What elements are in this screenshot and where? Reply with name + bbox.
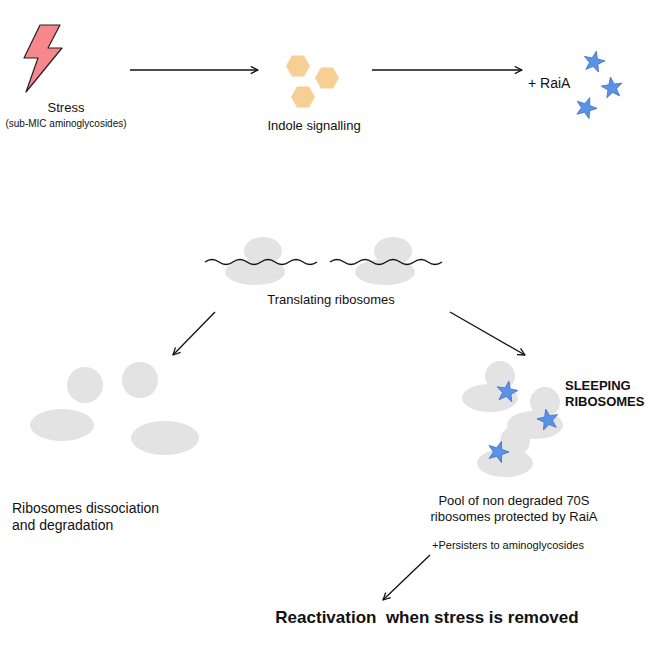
raia-star bbox=[573, 94, 599, 120]
small-subunit bbox=[67, 367, 103, 403]
node-label: Reactivation when stress is removed bbox=[238, 608, 616, 628]
node-label: SLEEPING RIBOSOMES bbox=[565, 378, 657, 409]
flow-arrow bbox=[130, 69, 258, 70]
node-label: (sub-MIC aminoglycosides) bbox=[4, 118, 128, 130]
stress-node: Stress (sub-MIC aminoglycosides) bbox=[4, 22, 130, 134]
indole-hexagon bbox=[286, 56, 310, 77]
indole-hexagon bbox=[291, 87, 315, 108]
flow-arrow bbox=[383, 555, 430, 600]
indole-hexagon bbox=[315, 68, 339, 89]
large-subunit bbox=[131, 421, 199, 455]
node-label: Ribosomes dissociation and degradation bbox=[12, 500, 180, 534]
degradation-node: Ribosomes dissociation and degradation bbox=[8, 355, 208, 540]
node-label: Indole signalling bbox=[258, 118, 370, 134]
raia-node: + RaiA bbox=[522, 45, 624, 123]
translating-ribosomes bbox=[205, 237, 442, 285]
raia-stars bbox=[573, 49, 623, 120]
mrna-strand bbox=[205, 260, 317, 265]
raia-star bbox=[535, 407, 560, 431]
indole-node: Indole signalling bbox=[258, 40, 372, 136]
dissociated-subunits bbox=[30, 362, 199, 455]
reactivation-node: Reactivation when stress is removed bbox=[238, 600, 618, 636]
raia-star bbox=[600, 76, 623, 99]
raia-star bbox=[485, 438, 511, 463]
node-label: Pool of non degraded 70S ribosomes prote… bbox=[420, 493, 608, 524]
flow-arrow bbox=[450, 312, 525, 355]
sleeping-node: SLEEPING RIBOSOMES Pool of non degraded 7… bbox=[420, 355, 660, 555]
node-label: Stress bbox=[4, 100, 128, 116]
small-subunit bbox=[374, 237, 412, 265]
stress-bolt bbox=[24, 25, 62, 92]
indole-molecules bbox=[286, 56, 339, 108]
translating-node: Translating ribosomes bbox=[200, 232, 464, 312]
flow-arrow bbox=[372, 69, 522, 70]
raia-star bbox=[495, 379, 519, 402]
small-subunit bbox=[485, 361, 515, 391]
sleeping-ribosomes bbox=[462, 361, 563, 477]
raia-star bbox=[582, 49, 607, 73]
node-label: + RaiA bbox=[528, 75, 588, 92]
mrna-strand bbox=[330, 260, 442, 265]
node-label: +Persisters to aminoglycosides bbox=[432, 539, 627, 552]
large-subunit bbox=[30, 409, 94, 441]
flow-arrow bbox=[173, 312, 215, 355]
small-subunit bbox=[122, 362, 158, 398]
node-label: Translating ribosomes bbox=[200, 292, 462, 308]
